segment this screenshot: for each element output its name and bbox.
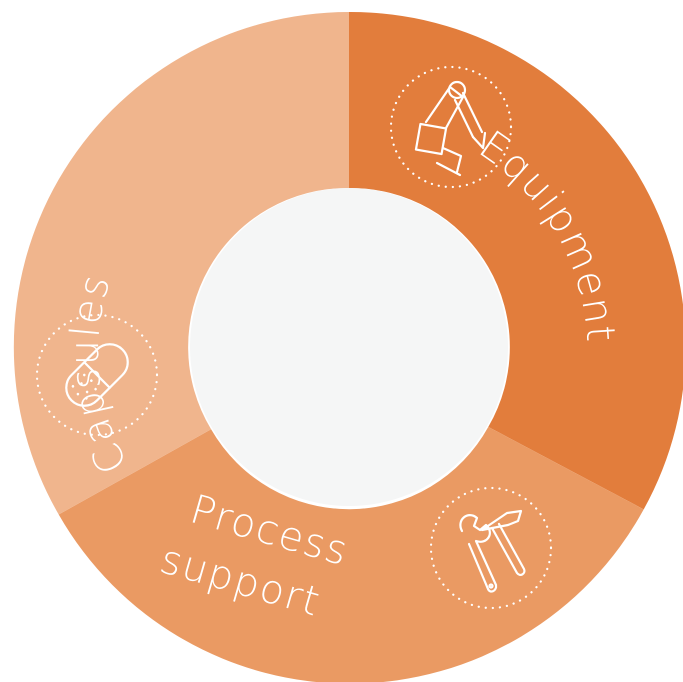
robotic-arm-icon [389, 65, 513, 189]
center-circle [190, 188, 508, 506]
tools-icon [429, 486, 553, 610]
segment-capsules [13, 11, 350, 515]
capsule-icon [35, 313, 159, 437]
segment-process-support [58, 426, 644, 682]
segment-equipment [349, 11, 683, 510]
